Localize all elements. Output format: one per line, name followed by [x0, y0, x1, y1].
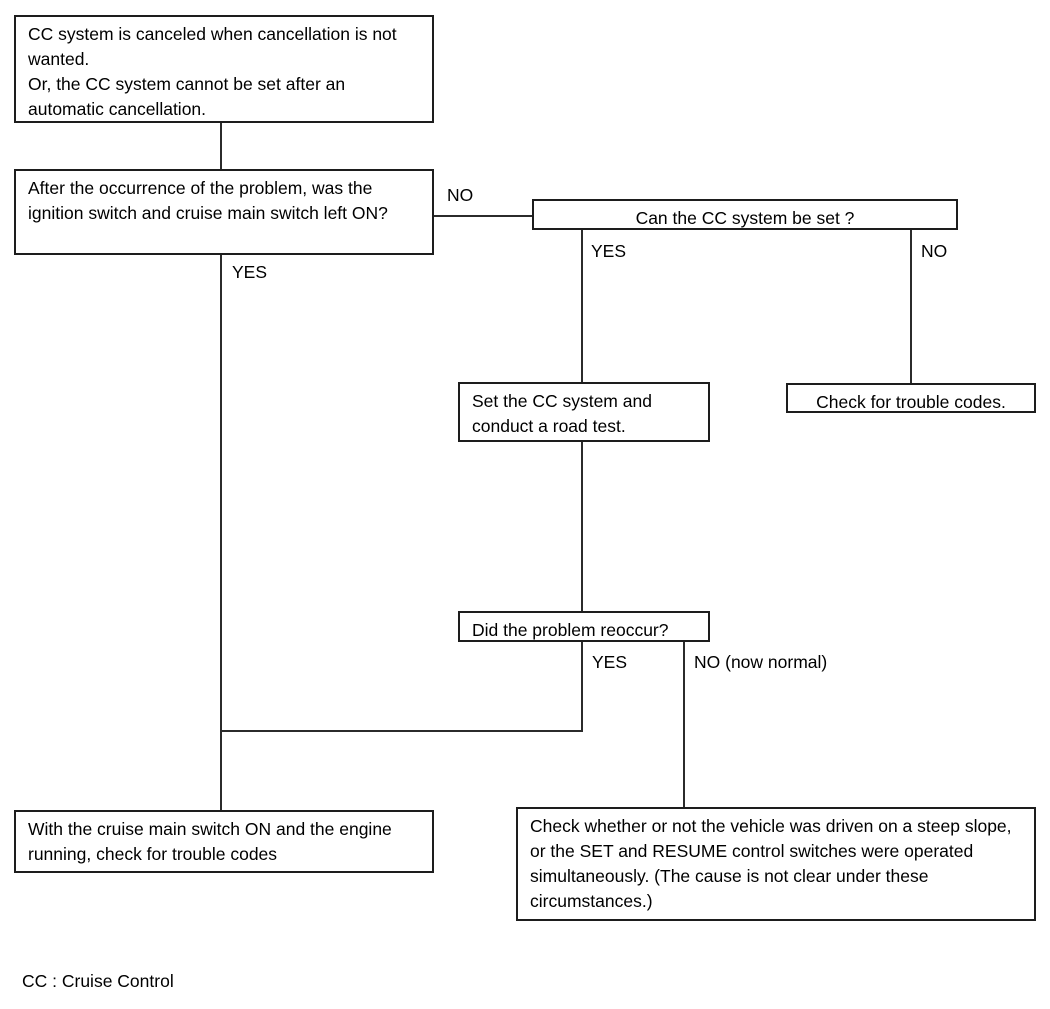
node-set-and-road-test[interactable]: Set the CC system and conduct a road tes…	[458, 382, 710, 442]
edge-canset-yes-vertical	[581, 229, 583, 383]
edge-label-ignition-no: NO	[447, 185, 474, 205]
edge-ignition-no-horizontal	[434, 215, 534, 217]
edge-label-canset-yes: YES	[591, 241, 627, 261]
node-can-set-question[interactable]: Can the CC system be set ?	[532, 199, 958, 230]
edge-label-canset-no: NO	[921, 241, 948, 261]
edge-label-reoccur-yes: YES	[592, 652, 628, 672]
edge-problem-to-ignition	[220, 122, 222, 169]
edge-ignition-yes-vertical	[220, 255, 222, 811]
edge-label-ignition-yes: YES	[232, 262, 268, 282]
node-steep-slope-check[interactable]: Check whether or not the vehicle was dri…	[516, 807, 1036, 921]
node-ignition-question[interactable]: After the occurrence of the problem, was…	[14, 169, 434, 255]
edge-label-reoccur-no: NO (now normal)	[694, 652, 828, 672]
node-problem-statement[interactable]: CC system is canceled when cancellation …	[14, 15, 434, 123]
node-cruise-switch-on-check[interactable]: With the cruise main switch ON and the e…	[14, 810, 434, 873]
node-check-trouble-codes[interactable]: Check for trouble codes.	[786, 383, 1036, 413]
edge-roadtest-to-reoccur	[581, 441, 583, 612]
edge-reoccur-yes-vertical	[581, 641, 583, 732]
legend-item-cc: CC : Cruise Control	[22, 971, 174, 991]
edge-reoccur-yes-horizontal	[220, 730, 583, 732]
edge-reoccur-no-vertical	[683, 641, 685, 808]
legend: CC : Cruise Control ECU : Engine Control…	[22, 941, 225, 1009]
edge-canset-no-vertical	[910, 229, 912, 384]
node-reoccur-question[interactable]: Did the problem reoccur?	[458, 611, 710, 642]
